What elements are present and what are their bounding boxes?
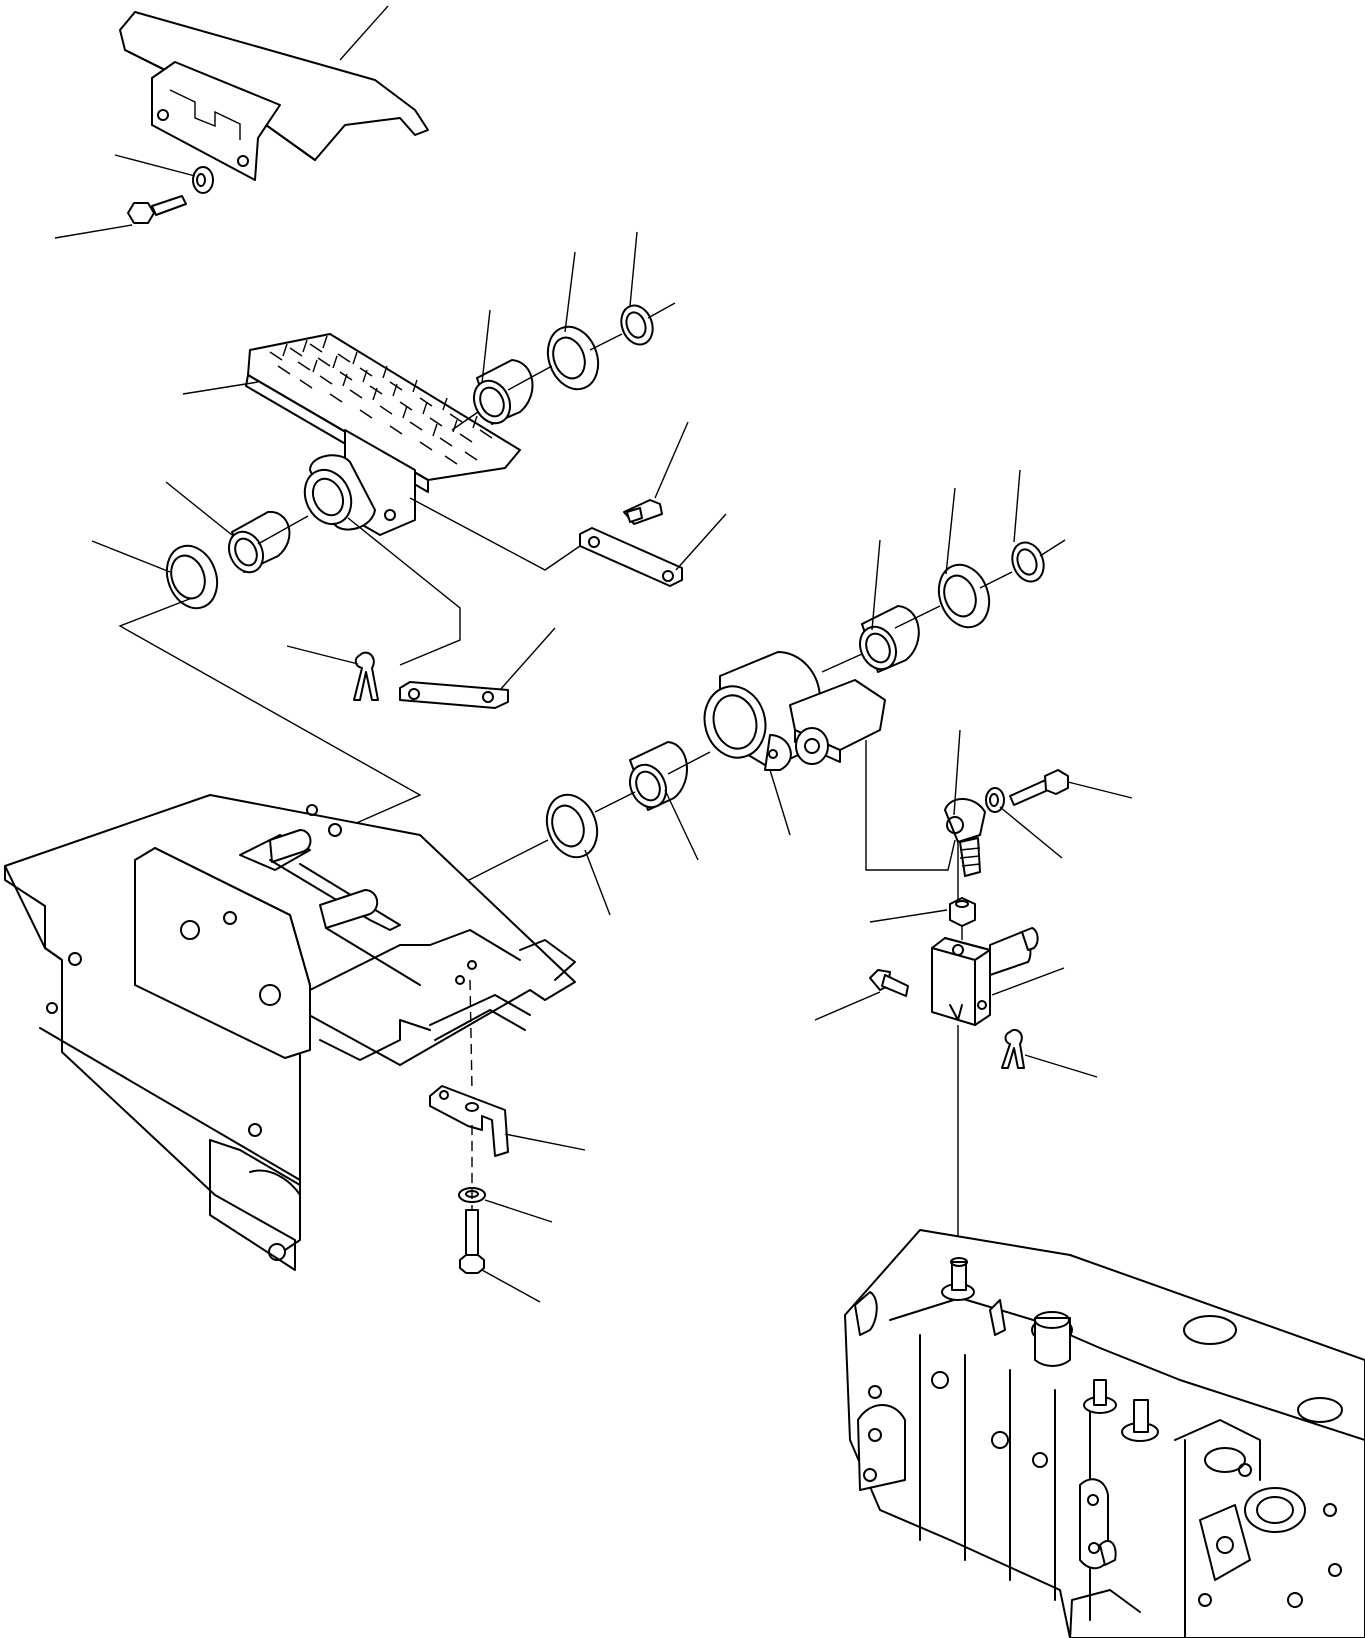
washer-large-center [937, 563, 991, 629]
snap-ring-center [1011, 541, 1045, 583]
pin-clevis [869, 969, 909, 997]
frame-bracket [4, 794, 576, 1271]
bolt-lower [459, 1209, 485, 1274]
cotter-pin-left [353, 651, 379, 701]
washer-large-center-left [545, 793, 599, 859]
link-upper [579, 527, 683, 587]
snap-ring-upper [620, 304, 654, 346]
pin-upper [623, 499, 663, 525]
washer-small-top [192, 166, 214, 194]
washer-large-upper-left [165, 544, 219, 610]
washer-large-upper [546, 325, 600, 391]
bushing-center-left [629, 741, 688, 811]
bolt-rod-end [1009, 769, 1069, 806]
clevis [931, 927, 1039, 1026]
washer-rod-end [985, 787, 1005, 813]
heel-rest-cover [119, 11, 429, 181]
link-lower [399, 681, 509, 709]
pedal-body-center [703, 651, 886, 771]
bushing-upper-right [473, 359, 534, 425]
control-valve [844, 1229, 1365, 1638]
bolt-top [127, 195, 187, 224]
bushing-upper-left [227, 510, 291, 574]
bushing-center-right [859, 605, 920, 673]
nut-rod-end [949, 897, 976, 927]
pedal-checker-plate [245, 333, 521, 536]
rod-end [944, 798, 986, 877]
cotter-pin-right [1001, 1028, 1025, 1069]
stop-bracket [429, 1085, 509, 1157]
